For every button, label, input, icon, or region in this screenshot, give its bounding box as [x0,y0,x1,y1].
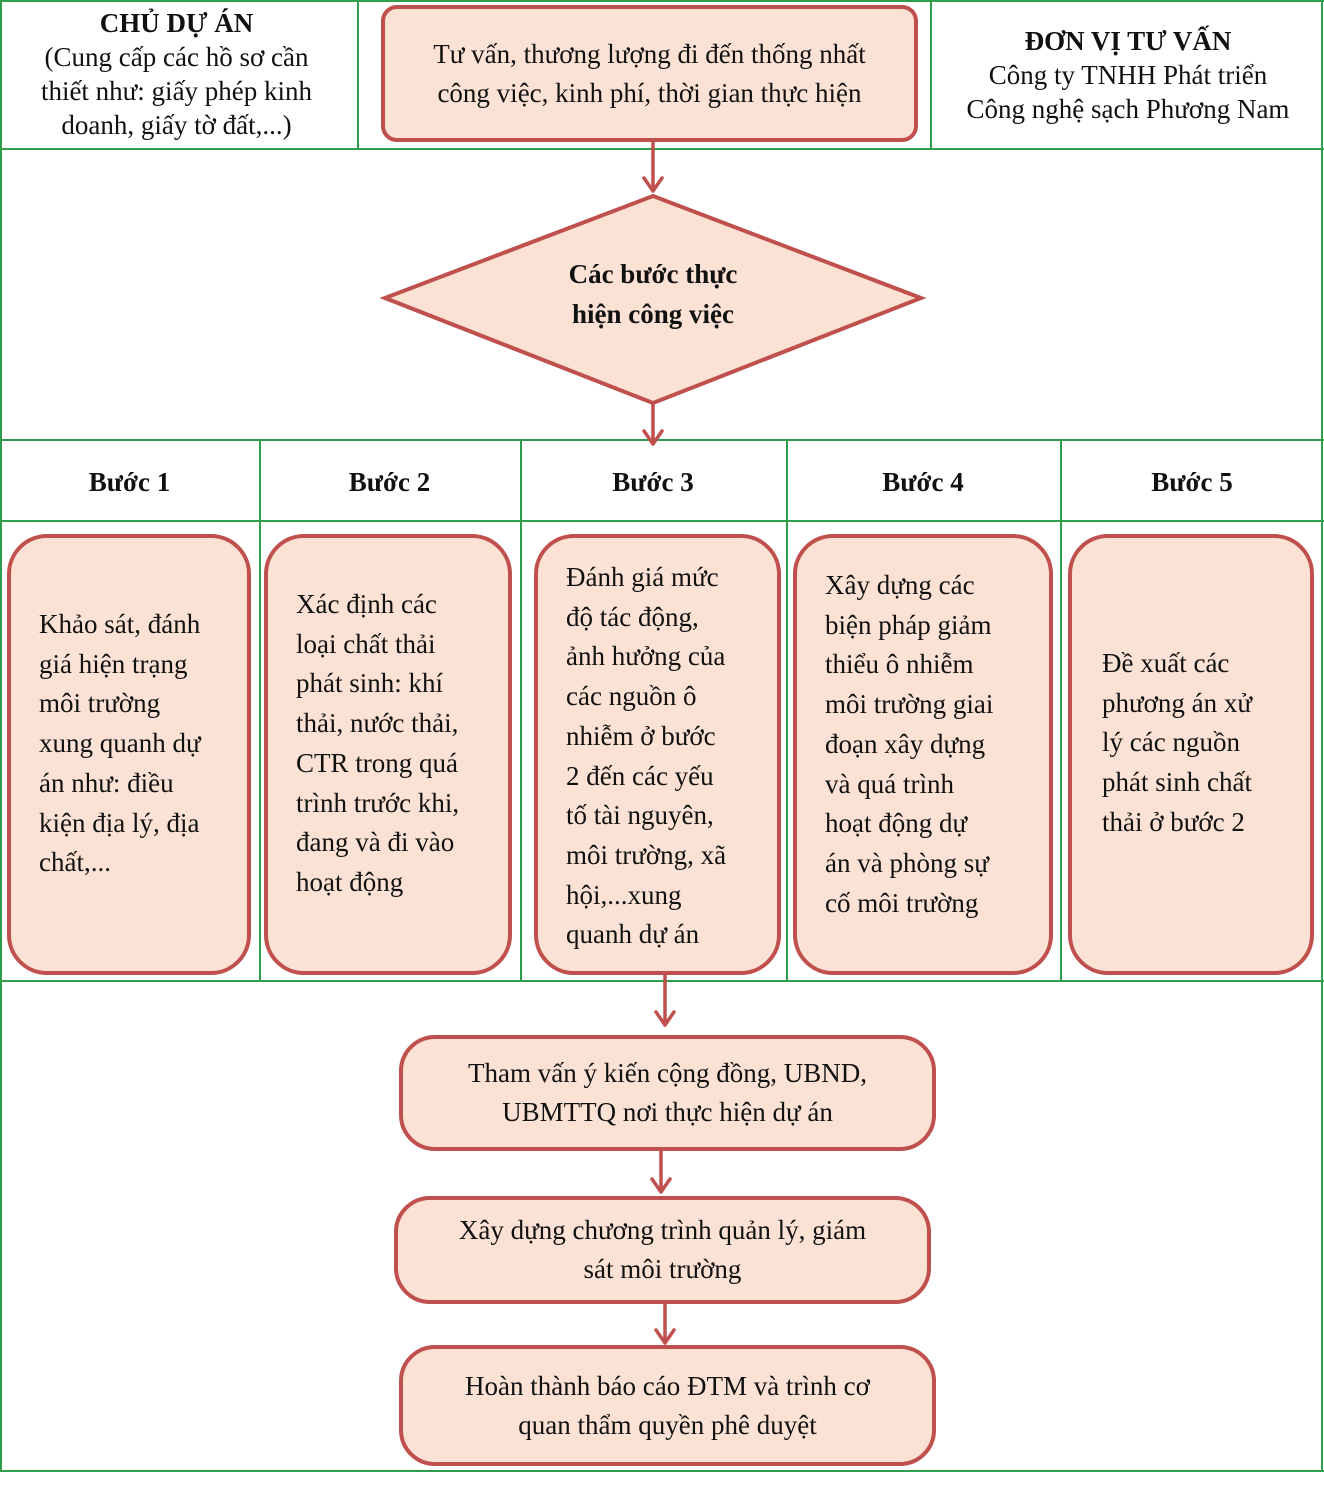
consultant-line: Công nghệ sạch Phương Nam [966,94,1290,124]
step-text-line: nhiễm ở bước [566,720,716,751]
arrow-monitoring-to-report [654,1301,676,1345]
monitoring-program-box: Xây dựng chương trình quản lý, giám sát … [394,1196,931,1304]
step-text-line: án như: điều [39,767,174,798]
project-owner-line: thiết như: giấy phép kinh [40,76,313,106]
step-text-line: án và phòng sự [825,847,989,878]
step-5-title: Bước 5 [1151,467,1233,497]
step-4-box: Xây dựng các biện pháp giảm thiểu ô nhiễ… [793,534,1053,975]
arrow-step3-to-consultation [654,973,676,1027]
eia-report-box: Hoàn thành báo cáo ĐTM và trình cơ quan … [399,1345,936,1466]
project-owner-line: (Cung cấp các hồ sơ cần [44,42,309,72]
consultation-line: Tư vấn, thương lượng đi đến thống nhất [433,38,866,69]
step-text-line: môi trường [39,688,161,719]
step-text-line: cố môi trường [825,887,979,918]
grid-line-step-4 [1060,439,1062,981]
step-text-line: tố tài nguyên, [566,800,714,831]
step-text-line: độ tác động, [566,601,699,632]
step-1-text: Khảo sát, đánh giá hiện trạng môi trường… [39,605,219,883]
step-text-line: Xác định các [296,589,437,619]
consultation-line: công việc, kinh phí, thời gian thực hiện [437,77,862,108]
decision-diamond [379,193,927,406]
step-text-line: Đề xuất các [1102,648,1230,678]
step-text-line: hội,...xung [566,879,682,910]
step-text-line: quanh dự án [566,919,700,950]
step-text-line: hoạt động [296,866,404,897]
step-1-box: Khảo sát, đánh giá hiện trạng môi trường… [7,534,251,975]
step-text-line: hoạt động dự [825,808,968,839]
grid-line-header-b [930,0,932,149]
step-text-line: ảnh hưởng của [566,641,726,672]
step-3-title: Bước 3 [612,467,694,497]
step-text-line: kiện địa lý, địa [39,807,200,838]
step-text-line: phát sinh chất [1102,767,1252,798]
step-text-line: CTR trong quá [296,747,458,778]
step-text-line: trình trước khi, [296,787,460,818]
process-line: Xây dựng chương trình quản lý, giám [458,1215,867,1245]
step-1-title: Bước 1 [88,467,171,497]
grid-line-right [1321,0,1323,1471]
step-text-line: xung quanh dự [39,728,201,759]
step-text-line: thải ở bước 2 [1102,806,1245,837]
project-owner-cell: CHỦ DỰ ÁN (Cung cấp các hồ sơ cần thiết … [4,6,349,142]
grid-line-steps-bottom [0,980,1324,982]
arrow-consult-to-decision [642,140,664,193]
step-text-line: Đánh giá mức [566,562,719,592]
grid-line-bottom [0,1470,1324,1472]
community-consultation-box: Tham vấn ý kiến cộng đồng, UBND, UBMTTQ … [399,1035,936,1151]
process-line: Hoàn thành báo cáo ĐTM và trình cơ [465,1370,870,1401]
process-line: UBMTTQ nơi thực hiện dự án [502,1097,833,1127]
arrow-decision-to-steps [642,403,664,446]
grid-line-top [0,0,1324,2]
project-owner-title: CHỦ DỰ ÁN [99,8,254,38]
consultant-cell: ĐƠN VỊ TƯ VẤN Công ty TNHH Phát triển Cô… [936,24,1320,126]
consultant-title: ĐƠN VỊ TƯ VẤN [1024,26,1232,56]
grid-line-steps-top [0,439,1324,441]
decision-line: hiện công việc [572,299,734,329]
step-4-title: Bước 4 [882,467,964,497]
project-owner-line: doanh, giấy tờ đất,...) [61,110,292,140]
step-4-text: Xây dựng các biện pháp giảm thiểu ô nhiễ… [825,566,1021,923]
step-3-box: Đánh giá mức độ tác động, ảnh hưởng của … [534,534,781,975]
step-text-line: 2 đến các yếu [566,760,714,791]
grid-line-header-a [357,0,359,149]
step-text-line: đoạn xây dựng [825,728,986,759]
process-line: sát môi trường [583,1254,742,1284]
step-text-line: thiểu ô nhiễm [825,649,974,680]
process-line: quan thẩm quyền phê duyệt [518,1409,817,1440]
step-2-title: Bước 2 [348,467,431,497]
step-5-box: Đề xuất các phương án xử lý các nguồn ph… [1068,534,1314,975]
step-text-line: chất,... [39,847,111,878]
consultation-box: Tư vấn, thương lượng đi đến thống nhất c… [381,5,918,142]
step-2-text: Xác định các loại chất thải phát sinh: k… [296,585,480,903]
step-text-line: Xây dựng các [825,570,975,600]
step-text-line: môi trường, xã [566,839,727,870]
step-text-line: biện pháp giảm [825,609,992,640]
consultant-line: Công ty TNHH Phát triển [988,60,1268,90]
step-text-line: phát sinh: khí [296,668,443,699]
step-5-text: Đề xuất các phương án xử lý các nguồn ph… [1102,644,1282,843]
arrow-consultation-to-monitoring [650,1149,672,1194]
step-text-line: giá hiện trạng [39,648,188,679]
step-text-line: phương án xử [1102,687,1253,718]
step-text-line: Khảo sát, đánh [39,609,201,639]
step-text-line: môi trường giai [825,689,994,720]
step-text-line: và quá trình [825,768,954,799]
grid-line-step-1 [259,439,261,981]
grid-line-left [0,0,2,1471]
grid-line-steps-head [0,520,1324,522]
grid-line-header-bottom [0,148,1324,150]
step-text-line: thải, nước thải, [296,708,459,739]
step-2-box: Xác định các loại chất thải phát sinh: k… [264,534,512,975]
decision-line: Các bước thực [568,259,738,289]
step-text-line: các nguồn ô [566,681,697,712]
step-text-line: loại chất thải [296,628,436,659]
grid-line-step-3 [786,439,788,981]
step-text-line: lý các nguồn [1102,727,1240,758]
step-text-line: đang và đi vào [296,827,455,858]
process-line: Tham vấn ý kiến cộng đồng, UBND, [468,1058,867,1088]
decision-label: Các bước thực hiện công việc [520,254,786,334]
step-3-text: Đánh giá mức độ tác động, ảnh hưởng của … [566,558,749,955]
grid-line-step-2 [520,439,522,981]
